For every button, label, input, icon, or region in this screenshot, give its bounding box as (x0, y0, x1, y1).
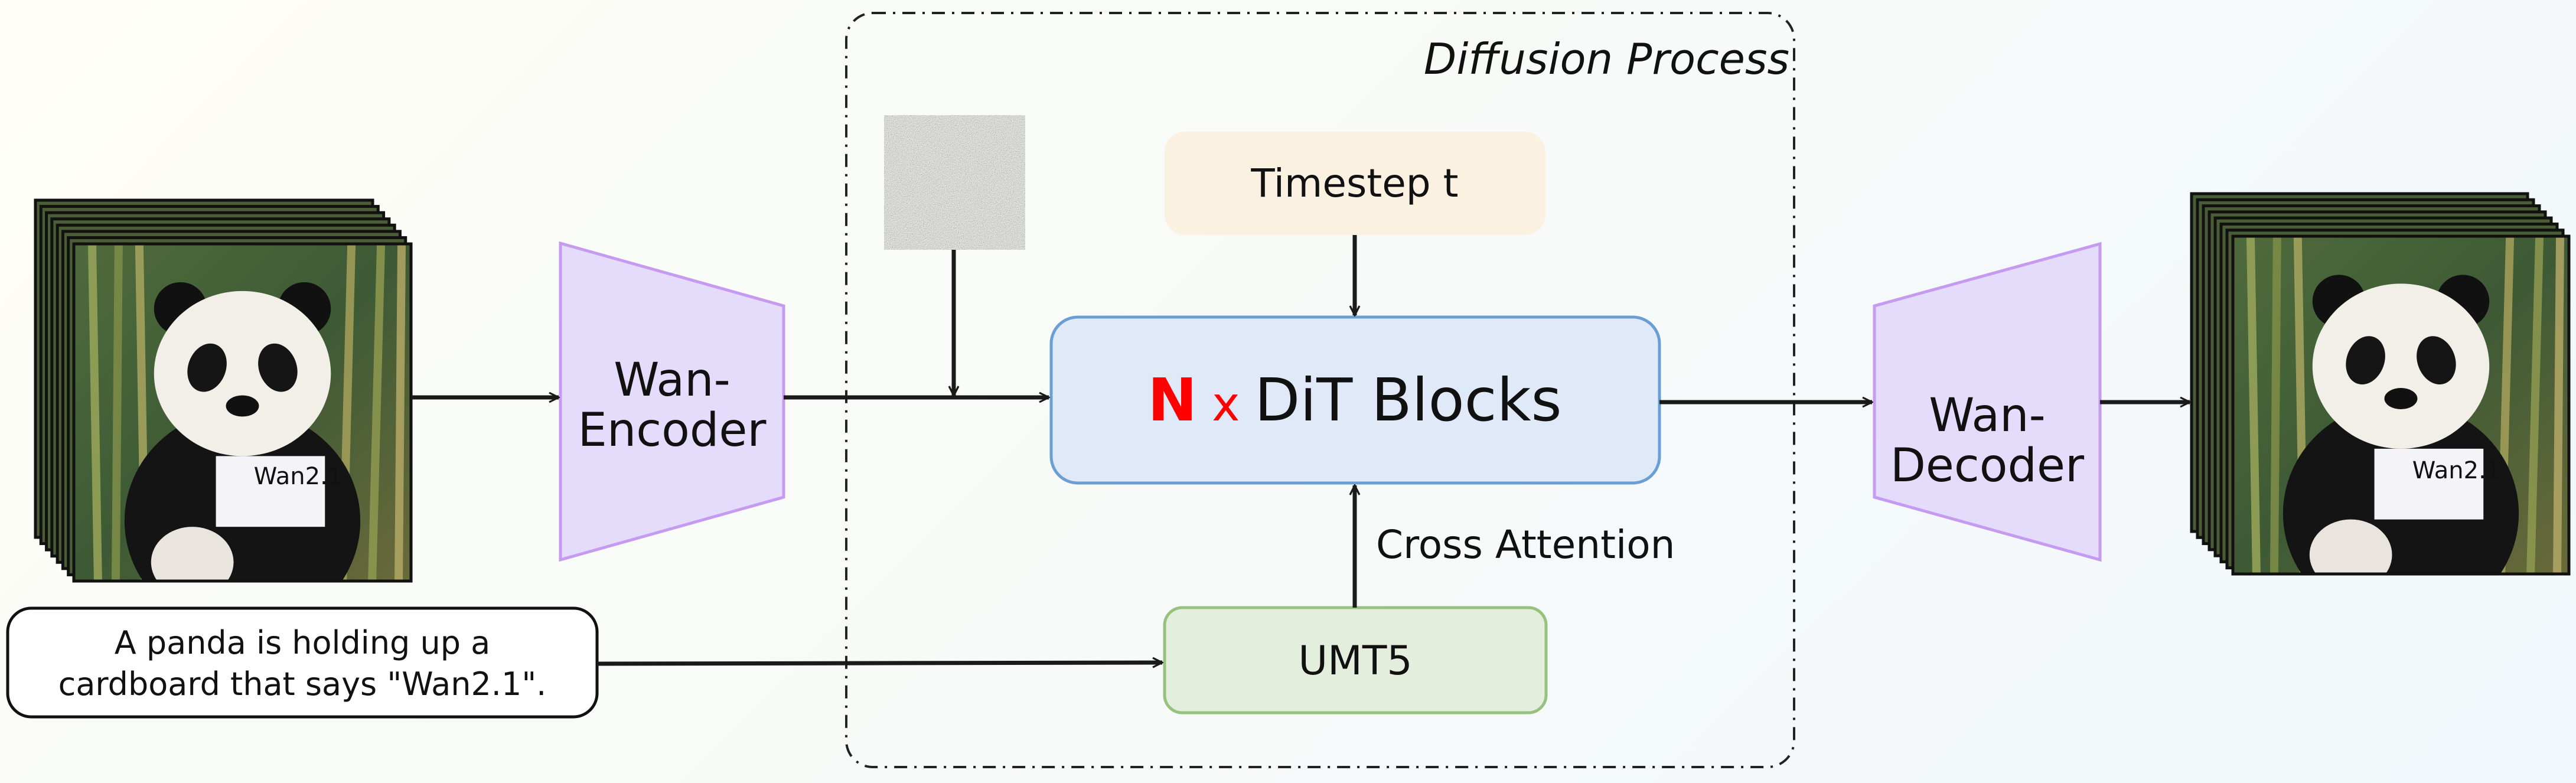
input-sign-text: Wan2.1 (254, 463, 343, 490)
decoder-label-line-2: Decoder (1890, 439, 2085, 492)
dit-blocks-text: DiT Blocks (1254, 366, 1561, 435)
cross-attention-label: Cross Attention (1376, 522, 1675, 567)
panda-frame-image (2233, 237, 2569, 626)
timestep-block (1165, 132, 1545, 235)
timestep-label: Timestep t (1250, 161, 1458, 206)
input-video-frames (34, 198, 413, 633)
diffusion-process-container (845, 12, 1795, 768)
arrow-prompt-to-umt5 (596, 663, 1162, 664)
diffusion-process-title: Diffusion Process (1424, 34, 1789, 84)
noise-latent-image (884, 115, 1025, 250)
output-video-frames (2190, 192, 2571, 626)
front-frame-border (72, 242, 413, 583)
wan-decoder-block (1873, 242, 2102, 562)
panda-frame-image (74, 244, 410, 633)
output-sign-text: Wan2.1 (2412, 457, 2501, 484)
dit-x: x (1212, 377, 1240, 432)
dit-n: N (1147, 366, 1197, 435)
encoder-label-line-2: Encoder (578, 404, 767, 457)
front-frame-border (2231, 234, 2571, 576)
prompt-line-2: cardboard that says "Wan2.1". (58, 665, 547, 703)
encoder-label-line-1: Wan- (614, 354, 731, 407)
wan-encoder-block (559, 241, 785, 562)
decoder-label-line-1: Wan- (1929, 389, 2046, 442)
prompt-line-1: A panda is holding up a (115, 624, 491, 661)
umt5-label: UMT5 (1298, 638, 1412, 684)
